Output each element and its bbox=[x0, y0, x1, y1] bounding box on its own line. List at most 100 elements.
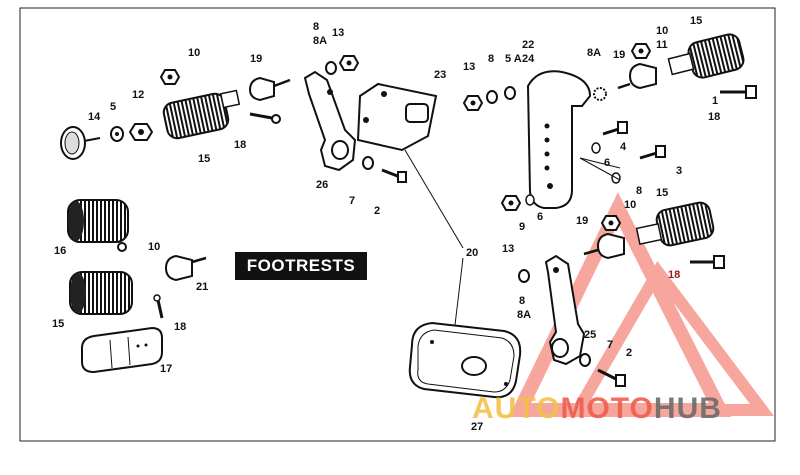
callout-label: 8 bbox=[519, 295, 525, 307]
callout-label: 5 bbox=[110, 101, 116, 113]
bolt-18-mid bbox=[690, 255, 725, 269]
callout-label: 26 bbox=[316, 179, 328, 191]
callout-label: 10 bbox=[148, 241, 160, 253]
callout-label: 8A bbox=[313, 35, 327, 47]
callout-label: 19 bbox=[250, 53, 262, 65]
washer-6-lower bbox=[525, 194, 535, 206]
footrest-rubber-top-left bbox=[162, 89, 241, 140]
footrest-rubber-15-left bbox=[69, 271, 133, 315]
callout-label: 19 bbox=[576, 215, 588, 227]
callout-labels: 10 19 14 5 12 15 18 8 8A 13 23 26 7 2 13… bbox=[52, 15, 720, 433]
nut-10-top bbox=[159, 69, 181, 85]
callout-label: 23 bbox=[434, 69, 446, 81]
washer-8-center bbox=[325, 61, 337, 75]
tall-bracket-22-24 bbox=[526, 70, 592, 209]
callout-label: 3 bbox=[676, 165, 682, 177]
bolt-4-right bbox=[602, 121, 628, 136]
callout-label: 13 bbox=[463, 61, 475, 73]
callout-label: 11 bbox=[656, 39, 668, 51]
callout-label: 20 bbox=[466, 247, 478, 259]
callout-label: 8 bbox=[313, 21, 319, 33]
bracket-lever-26 bbox=[303, 70, 357, 172]
nut-10-left bbox=[117, 242, 127, 252]
callout-label: 19 bbox=[613, 49, 625, 61]
callout-label: 1 bbox=[712, 95, 718, 107]
cap-disc-14 bbox=[60, 126, 101, 160]
callout-label: 18 bbox=[234, 139, 246, 151]
callout-label: 18 bbox=[174, 321, 186, 333]
callout-label: 6 bbox=[537, 211, 543, 223]
callout-label: 2 bbox=[626, 347, 632, 359]
washer-5A-right bbox=[504, 86, 516, 100]
watermark-hub: HUB bbox=[653, 392, 722, 425]
washers-6-8 bbox=[579, 142, 621, 184]
callout-label: 16 bbox=[54, 245, 66, 257]
page-frame bbox=[19, 7, 776, 442]
diagram-title: FOOTRESTS bbox=[235, 252, 367, 280]
footrest-rubber-16 bbox=[67, 199, 129, 243]
pivot-pin-19-right bbox=[617, 62, 657, 90]
callout-label: 24 bbox=[522, 53, 535, 65]
footrest-rubber-mid-right bbox=[635, 201, 715, 247]
footrest-rubber-top-right bbox=[667, 33, 745, 79]
leader-line-20b bbox=[454, 257, 464, 326]
washer-7-lower bbox=[579, 353, 591, 367]
nut-13-right bbox=[462, 95, 484, 111]
nut-9 bbox=[500, 195, 522, 211]
bolt-3-right bbox=[639, 145, 666, 160]
leader-line-20a bbox=[404, 149, 464, 249]
callout-label: 5 A bbox=[505, 53, 522, 65]
callout-label: 22 bbox=[522, 39, 534, 51]
callout-label: 25 bbox=[584, 329, 596, 341]
callout-label: 4 bbox=[620, 141, 627, 153]
callout-label: 8A bbox=[517, 309, 531, 321]
callout-label: 2 bbox=[374, 205, 380, 217]
callout-label: 15 bbox=[656, 187, 668, 199]
bracket-lever-25 bbox=[544, 254, 586, 366]
callout-label: 10 bbox=[624, 199, 636, 211]
callout-label: 10 bbox=[188, 47, 200, 59]
bolt-18-top bbox=[249, 112, 281, 124]
callout-label: 9 bbox=[519, 221, 525, 233]
washer-5 bbox=[110, 126, 124, 142]
washer-7-center bbox=[362, 156, 374, 170]
callout-label: 13 bbox=[332, 27, 344, 39]
callout-label: 14 bbox=[88, 111, 101, 123]
watermark-text: AUTOMOTOHUB bbox=[472, 392, 722, 426]
callout-label: 21 bbox=[196, 281, 208, 293]
bolt-18-left bbox=[153, 294, 164, 319]
nut-10-right bbox=[630, 43, 652, 59]
callout-label: 12 bbox=[132, 89, 144, 101]
watermark-auto: AUTO bbox=[472, 392, 561, 425]
nut-10-mid bbox=[600, 215, 622, 231]
bolt-2-center bbox=[381, 168, 407, 183]
bolt-2-lower bbox=[597, 368, 626, 387]
callout-label: 15 bbox=[52, 318, 64, 330]
lock-washer-8A-right bbox=[593, 87, 607, 101]
footrest-17 bbox=[81, 326, 163, 374]
mounting-plate-23 bbox=[356, 82, 438, 152]
callout-label: 15 bbox=[690, 15, 702, 27]
callout-label: 10 bbox=[656, 25, 668, 37]
callout-label: 18 bbox=[708, 111, 720, 123]
callout-label: 17 bbox=[160, 363, 172, 375]
washer-8-right bbox=[486, 90, 498, 104]
pivot-pin-19-top bbox=[248, 76, 291, 102]
foot-plate-27 bbox=[408, 321, 522, 399]
pivot-pin-19-mid bbox=[583, 232, 625, 260]
callout-label: 8 bbox=[636, 185, 642, 197]
nut-13-center bbox=[338, 55, 360, 71]
pivot-pin-21 bbox=[164, 254, 207, 282]
watermark-moto: MOTO bbox=[560, 392, 654, 425]
bolt-1-right bbox=[720, 85, 757, 99]
callout-label: 27 bbox=[471, 421, 483, 433]
callout-label: 7 bbox=[349, 195, 355, 207]
washer-8-lower bbox=[518, 269, 530, 283]
callout-label: 8A bbox=[587, 47, 601, 59]
callout-label: 6 bbox=[604, 157, 610, 169]
callout-label: 7 bbox=[607, 339, 613, 351]
callout-label: 13 bbox=[502, 243, 514, 255]
nut-12 bbox=[128, 123, 154, 141]
callout-label: 8 bbox=[488, 53, 494, 65]
